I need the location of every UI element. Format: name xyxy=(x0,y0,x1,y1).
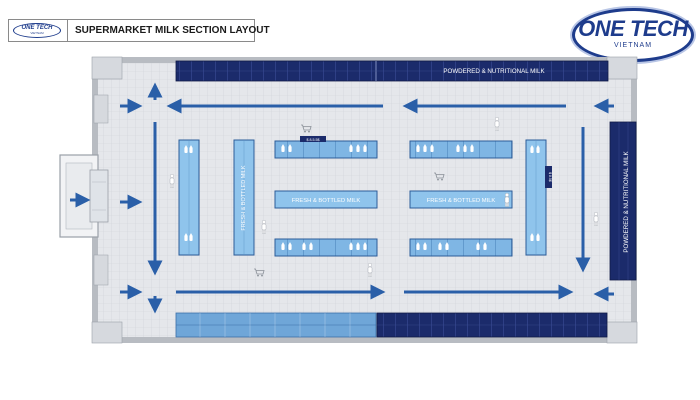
right-wall-label: POWDERED & NUTRITIONAL MILK xyxy=(623,151,630,253)
traffic-flow-arrows xyxy=(120,82,614,314)
brand-sub: VIETNAM xyxy=(613,42,653,49)
island-fridge-top-right xyxy=(409,140,513,159)
island-fridge-bottom-left xyxy=(274,238,378,257)
vertical-fridge-fresh-milk: FRESH & BOTTLED MILK xyxy=(233,139,255,256)
header-title-box: ONE TECH VIETNAM SUPERMARKET MILK SECTIO… xyxy=(8,19,270,42)
header-logo-sub: VIETNAM xyxy=(30,31,44,35)
price-tag-left: $ 8.5.5$ xyxy=(307,138,320,142)
header-divider xyxy=(67,20,68,41)
island-fresh-milk-right-label: FRESH & BOTTLED MILK xyxy=(427,198,496,204)
vertical-fridge-left xyxy=(178,139,200,256)
top-wall-shelf: POWDERED & NUTRITIONAL MILK xyxy=(175,60,609,82)
right-wall-shelf: POWDERED & NUTRITIONAL MILK xyxy=(609,121,637,281)
page-title: SUPERMARKET MILK SECTION LAYOUT xyxy=(75,25,270,36)
island-fresh-milk-left-label: FRESH & BOTTLED MILK xyxy=(292,198,361,204)
header-logo: ONE TECH VIETNAM xyxy=(13,23,61,38)
brand-name: ONE TECH xyxy=(578,16,688,41)
island-fridge-bottom-right xyxy=(409,238,513,257)
island-fridge-top-left: $ 8.5.5$ xyxy=(274,136,378,159)
island-fresh-milk-left: FRESH & BOTTLED MILK xyxy=(274,190,378,209)
header-logo-text: ONE TECH xyxy=(21,25,53,31)
vertical-fridge-label: FRESH & BOTTLED MILK xyxy=(241,165,247,230)
vertical-fridge-right: $ 8.5$ xyxy=(525,139,552,256)
price-tag-right: $ 8.5$ xyxy=(548,172,552,182)
top-wall-label: POWDERED & NUTRITIONAL MILK xyxy=(443,68,545,75)
island-fresh-milk-right: FRESH & BOTTLED MILK xyxy=(409,190,513,209)
bottom-wall-shelf xyxy=(175,312,608,338)
